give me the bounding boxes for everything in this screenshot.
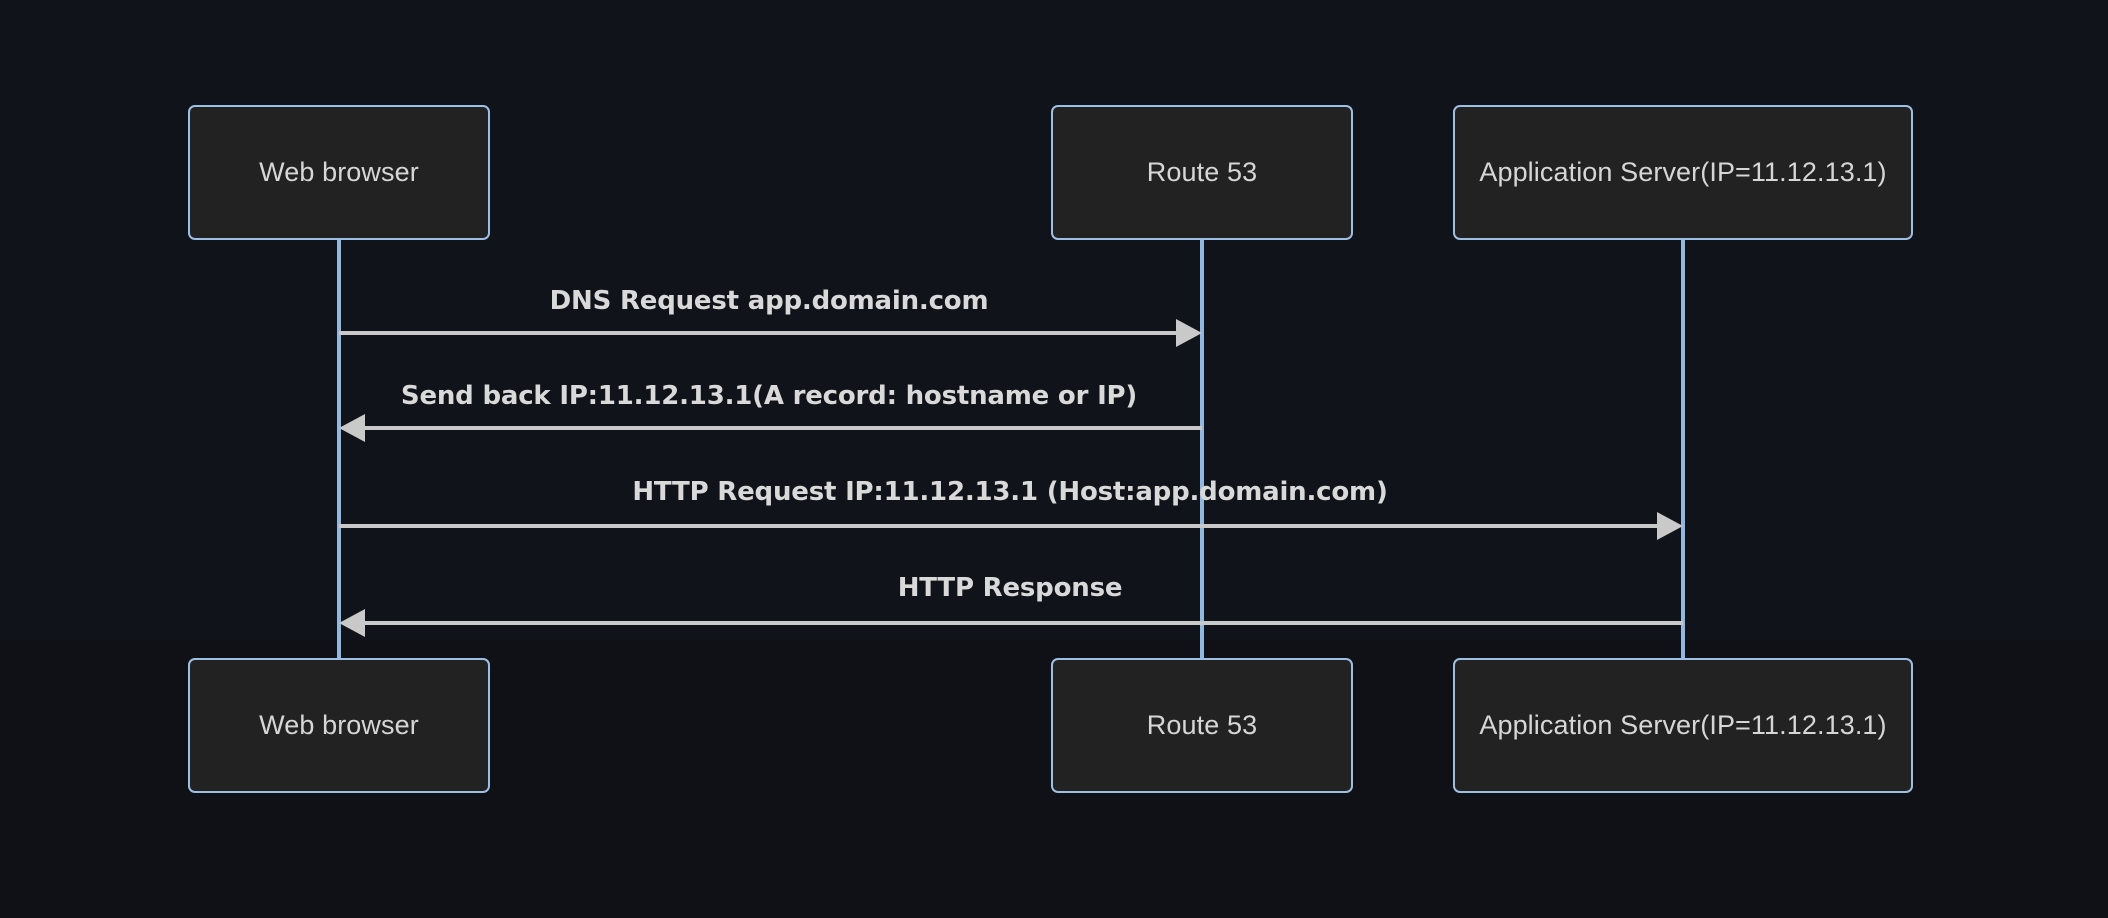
- message-label-m3: HTTP Request IP:11.12.13.1 (Host:app.dom…: [632, 477, 1388, 507]
- arrowhead-m2: [339, 414, 365, 442]
- participant-box-bottom-appserver[interactable]: Application Server(IP=11.12.13.1): [1453, 658, 1913, 793]
- message-arrow-m4: [339, 609, 1683, 637]
- lifelines-group: [337, 240, 1685, 658]
- arrowhead-m4: [339, 609, 365, 637]
- lifeline-browser: [337, 240, 341, 658]
- message-arrow-m2: [339, 414, 1202, 442]
- message-line-m1: [339, 331, 1179, 335]
- participant-label-browser: Web browser: [259, 157, 419, 187]
- message-label-m4: HTTP Response: [897, 573, 1123, 603]
- participant-label-appserver: Application Server(IP=11.12.13.1): [1479, 710, 1887, 740]
- participant-box-bottom-route53[interactable]: Route 53: [1051, 658, 1353, 793]
- message-line-m4: [362, 621, 1683, 625]
- participant-label-browser: Web browser: [259, 710, 419, 740]
- lifeline-route53: [1200, 240, 1204, 658]
- participant-label-route53: Route 53: [1146, 157, 1258, 187]
- participant-box-bottom-browser[interactable]: Web browser: [188, 658, 490, 793]
- participant-label-route53: Route 53: [1146, 710, 1258, 740]
- message-label-m2: Send back IP:11.12.13.1(A record: hostna…: [400, 381, 1138, 411]
- participant-box-top-route53[interactable]: Route 53: [1051, 105, 1353, 240]
- lifeline-appserver: [1681, 240, 1685, 658]
- arrowhead-m3: [1657, 512, 1683, 540]
- message-line-m2: [362, 426, 1202, 430]
- message-line-m3: [339, 524, 1660, 528]
- arrows-group: [339, 319, 1683, 637]
- message-label-m1: DNS Request app.domain.com: [549, 286, 989, 316]
- participant-label-appserver: Application Server(IP=11.12.13.1): [1479, 157, 1887, 187]
- participant-box-top-appserver[interactable]: Application Server(IP=11.12.13.1): [1453, 105, 1913, 240]
- message-arrow-m3: [339, 512, 1683, 540]
- message-arrow-m1: [339, 319, 1202, 347]
- participant-box-top-browser[interactable]: Web browser: [188, 105, 490, 240]
- arrowhead-m1: [1176, 319, 1202, 347]
